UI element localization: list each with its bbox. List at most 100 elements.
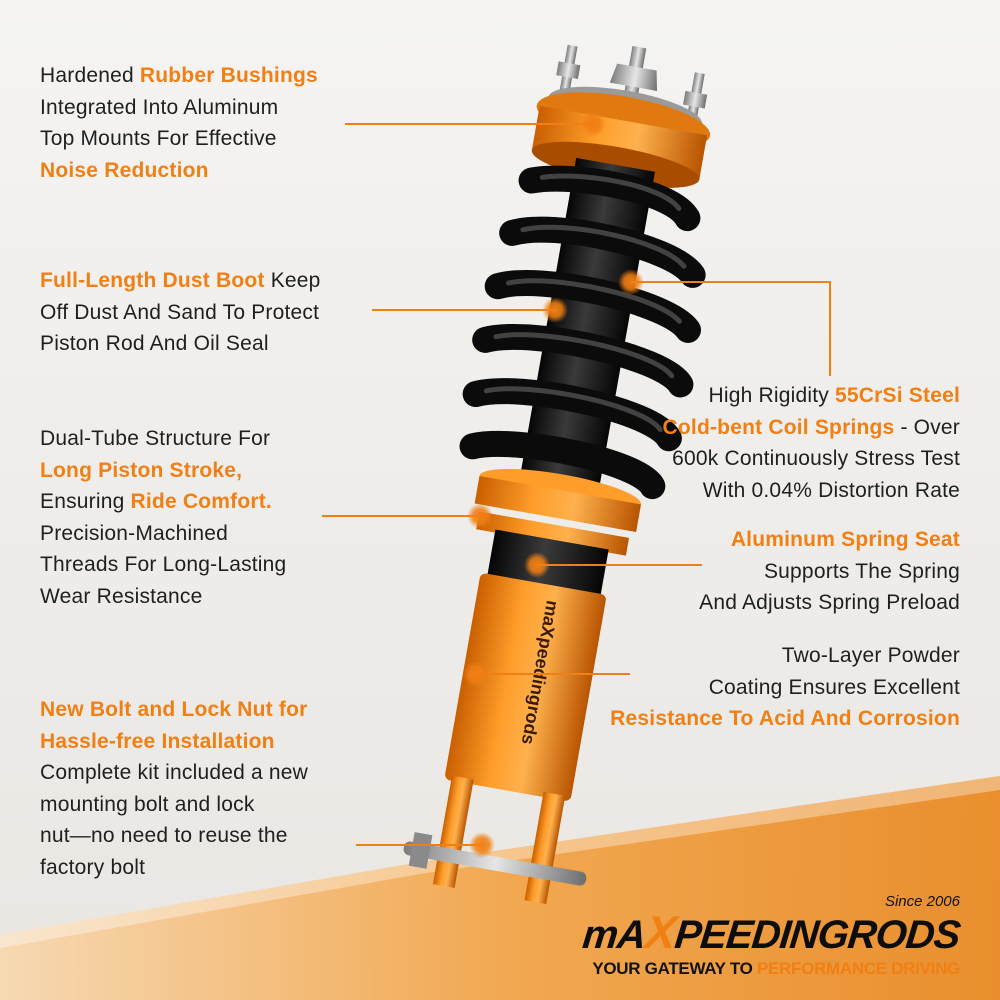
- lock-ring: [476, 511, 630, 556]
- orange-band: [0, 776, 1000, 1000]
- highlight-text: Ride Comfort.: [130, 490, 272, 513]
- callout-line: High Rigidity 55CrSi Steel: [663, 380, 960, 412]
- brand-wordmark: mAXPEEDINGRODS: [580, 906, 963, 958]
- shock-body: [445, 573, 606, 801]
- callout-line: And Adjusts Spring Preload: [699, 587, 960, 619]
- callout-text: - Over: [894, 415, 960, 439]
- callout-text: Wear Resistance: [40, 584, 203, 608]
- highlight-text: Rubber Bushings: [139, 64, 318, 87]
- callout-line: Noise Reduction: [40, 155, 318, 187]
- callout-line: New Bolt and Lock Nut for: [40, 694, 308, 726]
- callout-line: Dual-Tube Structure For: [40, 423, 286, 455]
- callout-text: Keep: [264, 269, 321, 292]
- top-nut-left: [556, 61, 581, 80]
- callout-line: Piston Rod And Oil Seal: [40, 328, 321, 360]
- callout-line: Complete kit included a new: [40, 757, 308, 789]
- dot-bolt: [469, 832, 495, 858]
- callout-line: Top Mounts For Effective: [40, 123, 318, 155]
- mounting-bolt: [403, 841, 587, 886]
- callout-line: Cold-bent Coil Springs - Over: [663, 412, 960, 444]
- dot-top-mount: [580, 111, 606, 137]
- callout-line: Full-Length Dust Boot Keep: [40, 265, 321, 297]
- dot-spring-seat: [524, 552, 550, 578]
- coil-spring-highlight: [483, 173, 687, 433]
- callout-line: Aluminum Spring Seat: [699, 524, 960, 556]
- callout-line: Resistance To Acid And Corrosion: [610, 703, 960, 735]
- callout-line: With 0.04% Distortion Rate: [663, 475, 960, 507]
- brand-tagline: YOUR GATEWAY TO PERFORMANCE DRIVING: [583, 959, 960, 979]
- callout-line: Ensuring Ride Comfort.: [40, 486, 286, 518]
- callout-text: nut—no need to reuse the: [40, 824, 288, 847]
- tagline-pre: YOUR GATEWAY TO: [592, 959, 757, 978]
- brand-pre: mA: [580, 913, 648, 957]
- tagline-highlight: PERFORMANCE DRIVING: [756, 959, 960, 978]
- callout-line: Coating Ensures Excellent: [610, 672, 960, 704]
- callout-text: Coating Ensures Excellent: [708, 675, 960, 699]
- callout-text: And Adjusts Spring Preload: [699, 591, 960, 614]
- callout-line: Wear Resistance: [40, 581, 286, 613]
- callout-text: Supports The Spring: [763, 559, 960, 583]
- callout-text: Threads For Long-Lasting: [40, 553, 287, 576]
- callout-line: Threads For Long-Lasting: [40, 549, 286, 581]
- callout-line: Long Piston Stroke,: [40, 455, 286, 487]
- callout-text: 600k Continuously Stress Test: [672, 447, 960, 470]
- callout-text: Integrated Into Aluminum: [40, 95, 279, 119]
- brand-post: PEEDINGRODS: [672, 913, 963, 957]
- highlight-text: Full-Length Dust Boot: [40, 269, 265, 292]
- highlight-text: 55CrSi Steel: [835, 384, 960, 407]
- callout-text: Hardened: [40, 64, 140, 87]
- highlight-text: Aluminum Spring Seat: [730, 528, 960, 551]
- callout-line: mounting bolt and lock: [40, 789, 308, 821]
- dot-dust-boot: [542, 297, 568, 323]
- callout-line: Supports The Spring: [699, 556, 960, 588]
- brand-logo: Since 2006 mAXPEEDINGRODS YOUR GATEWAY T…: [580, 893, 963, 979]
- since-text: Since 2006: [884, 893, 960, 910]
- callout-text: Ensuring: [40, 490, 131, 513]
- highlight-text: New Bolt and Lock Nut for: [40, 698, 308, 721]
- leader-coil-spring: [631, 281, 831, 376]
- dot-coating: [463, 661, 489, 687]
- highlight-text: Resistance To Acid And Corrosion: [610, 707, 960, 730]
- callout-line: Precision-Machined: [40, 518, 286, 550]
- callout-line: Two-Layer Powder: [610, 640, 960, 672]
- top-nut-right: [683, 90, 708, 109]
- callout-text: Two-Layer Powder: [781, 644, 960, 667]
- callout-text: Off Dust And Sand To Protect: [40, 300, 320, 324]
- callout-text: Complete kit included a new: [40, 761, 309, 784]
- leader-lines: [322, 123, 831, 846]
- coilover-shock: maXpeedingrods: [403, 44, 711, 905]
- highlight-text: Long Piston Stroke,: [40, 458, 243, 482]
- callout-line: Hassle-free Installation: [40, 726, 308, 758]
- callout-text: factory bolt: [40, 855, 146, 879]
- lock-nut: [408, 832, 433, 869]
- dot-dual-tube: [467, 503, 493, 529]
- callout-text: Top Mounts For Effective: [40, 127, 277, 150]
- callout-text: Dual-Tube Structure For: [40, 427, 271, 450]
- callout-line: Off Dust And Sand To Protect: [40, 297, 321, 329]
- callout-text: With 0.04% Distortion Rate: [702, 478, 960, 502]
- highlight-text: Hassle-free Installation: [40, 729, 275, 753]
- callout-line: factory bolt: [40, 852, 308, 884]
- callout-dots: [463, 111, 644, 858]
- spring-seat: [474, 475, 641, 533]
- callout-text: High Rigidity: [708, 384, 836, 407]
- callout-text: Piston Rod And Oil Seal: [40, 332, 269, 355]
- callout-text: mounting bolt and lock: [40, 792, 255, 816]
- highlight-text: Noise Reduction: [40, 158, 209, 182]
- callout-line: Integrated Into Aluminum: [40, 92, 318, 124]
- dot-coil-spring: [618, 269, 644, 295]
- callout-text: Precision-Machined: [40, 521, 229, 545]
- callout-line: nut—no need to reuse the: [40, 820, 308, 852]
- top-nut-center: [609, 63, 658, 91]
- callout-line: 600k Continuously Stress Test: [663, 443, 960, 475]
- highlight-text: Cold-bent Coil Springs: [662, 415, 895, 439]
- callout-line: Hardened Rubber Bushings: [40, 60, 318, 92]
